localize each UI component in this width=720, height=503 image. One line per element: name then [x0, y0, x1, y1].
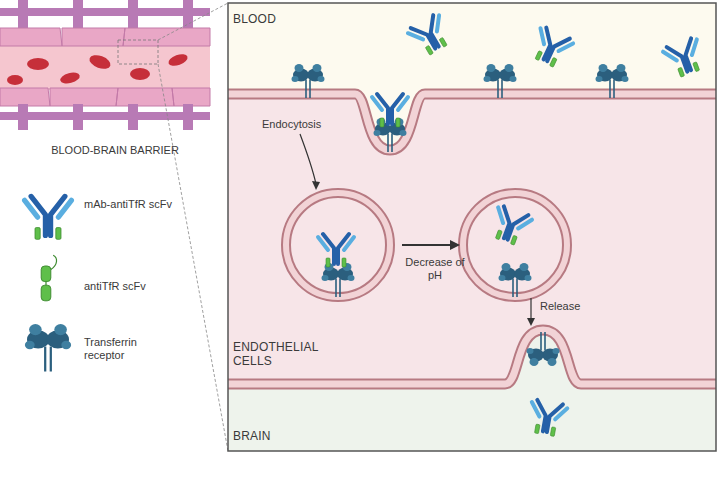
bbb-illustration	[0, 0, 228, 451]
step-label: Decrease of pH	[400, 256, 470, 282]
molecules	[25, 13, 707, 438]
region-label: BRAIN	[233, 429, 353, 443]
region-label: BLOOD	[233, 12, 353, 26]
cell-panel	[228, 3, 716, 451]
figure-label: BLOOD-BRAIN BARRIER	[30, 144, 200, 157]
endothelial-region: ENDOTHELIAL CELLS	[228, 94, 716, 384]
blood-region: BLOOD	[228, 3, 716, 94]
step-label: Release	[540, 300, 610, 313]
region-label: ENDOTHELIAL CELLS	[233, 340, 343, 368]
legend-text: mAb-antiTfR scFv	[84, 198, 179, 211]
legend-text: antiTfR scFv	[84, 280, 184, 293]
process-arrows	[300, 134, 535, 326]
legend-text: Transferrin receptor	[84, 336, 164, 362]
brain-region: BRAIN	[228, 384, 716, 451]
step-label: Endocytosis	[262, 118, 352, 131]
